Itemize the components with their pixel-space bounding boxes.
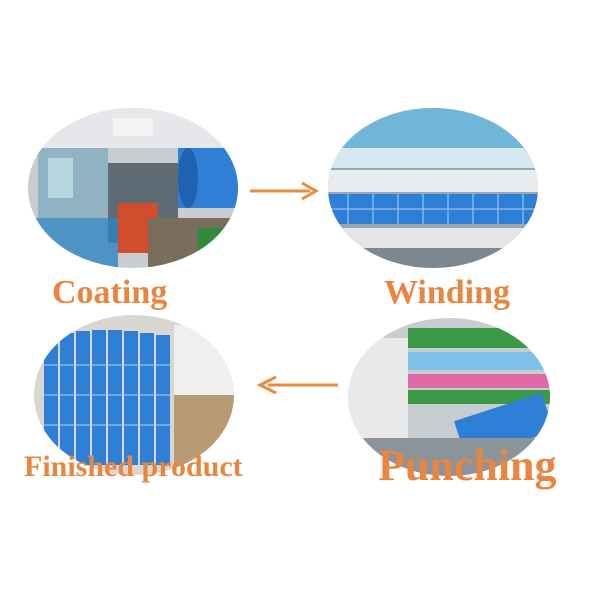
winding-label: Winding — [384, 274, 511, 311]
punching-label: Punching — [378, 441, 557, 490]
finished-product-photo — [34, 315, 234, 475]
finished-product-label: Finished product — [24, 450, 243, 483]
arrow-right-icon — [250, 181, 320, 201]
punching-photo — [348, 318, 550, 476]
coating-photo — [28, 108, 238, 268]
arrow-left-icon — [256, 375, 338, 395]
winding-photo — [328, 108, 538, 268]
coating-label: Coating — [52, 274, 168, 311]
